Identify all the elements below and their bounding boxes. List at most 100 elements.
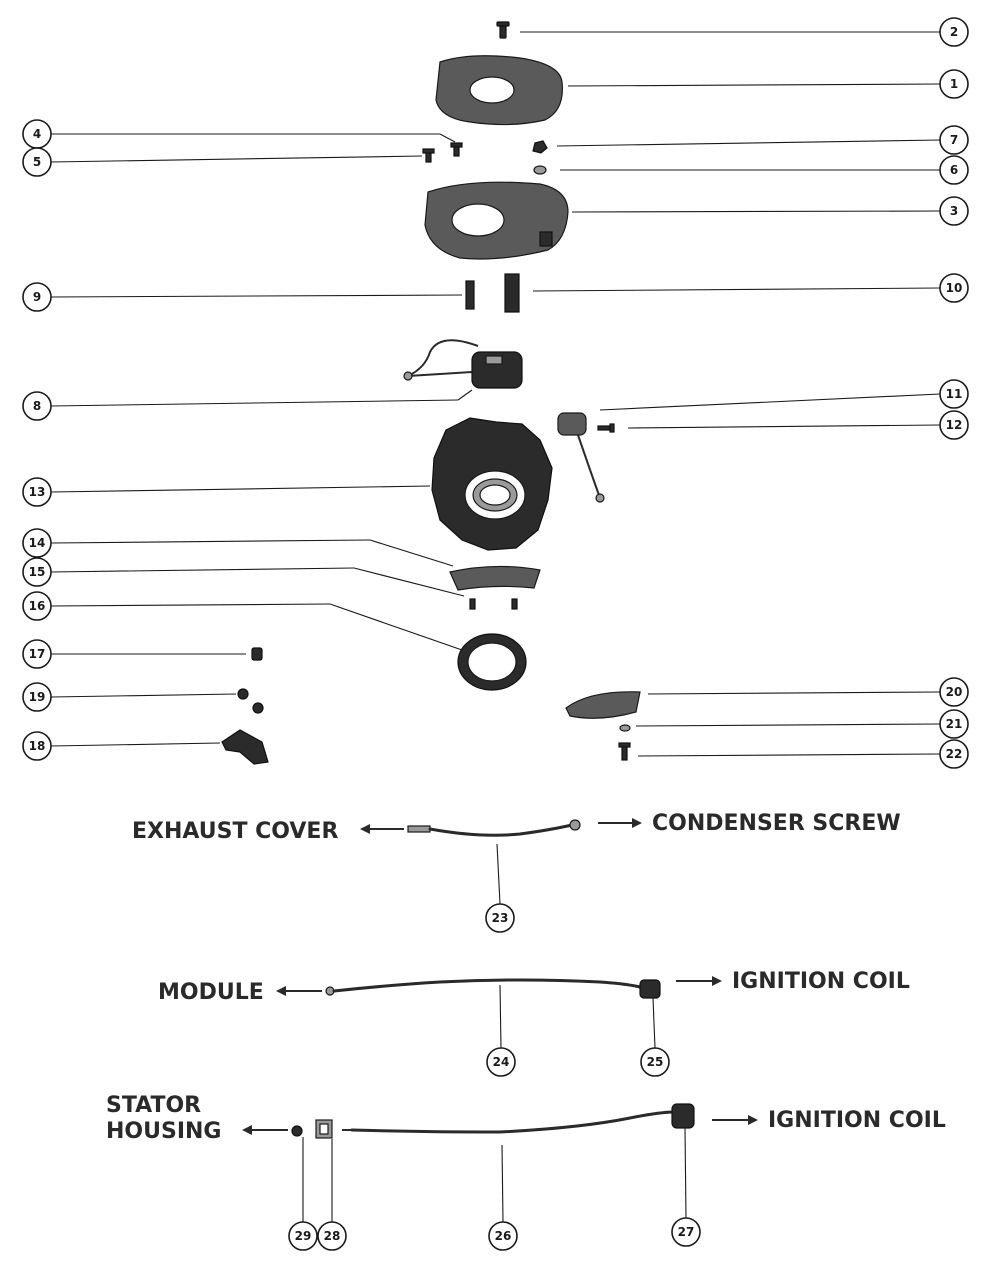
condenser-screw-label: CONDENSER SCREW: [652, 811, 901, 836]
part-4-screw: [450, 142, 463, 157]
callout-16: 16: [22, 591, 52, 621]
part-13-stator: [431, 417, 553, 551]
ignition-coil-1-callout: IGNITION COIL: [676, 969, 910, 994]
leader-lines: [50, 31, 941, 1223]
exhaust-cover-callout: EXHAUST COVER: [132, 819, 404, 844]
callout-26-label: 26: [495, 1229, 512, 1243]
callout-18-label: 18: [29, 739, 46, 753]
callout-15-label: 15: [29, 565, 46, 579]
part-1-cover-plate: [435, 55, 563, 126]
ignition-coil-label: IGNITION COIL: [768, 1108, 946, 1133]
left-arrow-icon: [242, 1125, 252, 1135]
callout-2-label: 2: [950, 25, 958, 39]
part-11-condenser: [557, 412, 605, 503]
left-arrow-icon: [360, 824, 370, 834]
callout-4: 4: [22, 119, 52, 149]
ignition-coil-2-callout: IGNITION COIL: [712, 1108, 946, 1133]
callout-3-label: 3: [950, 204, 958, 218]
callout-10: 10: [939, 273, 969, 303]
callout-15: 15: [22, 557, 52, 587]
part-16-seal: [457, 633, 527, 691]
callout-22-label: 22: [946, 747, 963, 761]
part-23-wire: [407, 819, 581, 837]
callout-5-label: 5: [33, 155, 41, 169]
callout-18: 18: [22, 731, 52, 761]
callout-6: 6: [939, 155, 969, 185]
callout-11: 11: [939, 379, 969, 409]
callout-5: 5: [22, 147, 52, 177]
left-arrow-icon: [276, 986, 286, 996]
condenser-screw-callout: CONDENSER SCREW: [598, 811, 901, 836]
callout-24-label: 24: [493, 1055, 510, 1069]
part-12-screw: [597, 423, 615, 433]
part-24-wire: [325, 978, 646, 996]
callout-23-label: 23: [492, 911, 509, 925]
part-10-bracket: [504, 273, 520, 313]
callout-12: 12: [939, 410, 969, 440]
part-15-screw: [469, 598, 518, 610]
part-2-screw: [496, 21, 510, 39]
part-7-nut: [532, 140, 548, 154]
right-arrow-icon: [632, 818, 642, 828]
part-3-housing: [424, 181, 569, 260]
callout-1-label: 1: [950, 77, 958, 91]
callout-19-label: 19: [29, 690, 46, 704]
right-arrow-icon: [748, 1115, 758, 1125]
part-18-bracket: [221, 729, 269, 765]
part-22-screw: [618, 742, 631, 761]
part-19-nuts: [237, 688, 264, 714]
callout-2: 2: [939, 17, 969, 47]
ignition-coil-label: IGNITION COIL: [732, 969, 910, 994]
callout-4-label: 4: [33, 127, 41, 141]
callout-14: 14: [22, 528, 52, 558]
callout-10-label: 10: [946, 281, 963, 295]
callout-28-label: 28: [324, 1229, 341, 1243]
callout-28: 28: [317, 1221, 347, 1251]
callout-17-label: 17: [29, 647, 46, 661]
callout-26: 26: [488, 1221, 518, 1251]
callout-3: 3: [939, 196, 969, 226]
callout-13-label: 13: [29, 485, 46, 499]
callout-25: 25: [640, 1047, 670, 1077]
callout-12-label: 12: [946, 418, 963, 432]
callout-7: 7: [939, 125, 969, 155]
callout-23: 23: [485, 903, 515, 933]
part-14-plate: [449, 565, 541, 591]
callout-29-label: 29: [295, 1229, 312, 1243]
callout-9-label: 9: [33, 290, 41, 304]
callout-8-label: 8: [33, 399, 41, 413]
callout-24: 24: [486, 1047, 516, 1077]
callout-6-label: 6: [950, 163, 958, 177]
callout-21: 21: [939, 709, 969, 739]
callout-17: 17: [22, 639, 52, 669]
callout-14-label: 14: [29, 536, 46, 550]
part-9-bracket: [465, 280, 475, 310]
callout-13: 13: [22, 477, 52, 507]
part-28-connector: [315, 1119, 333, 1139]
right-arrow-icon: [712, 976, 722, 986]
part-29-nut: [291, 1125, 303, 1137]
callout-20: 20: [939, 677, 969, 707]
part-17-clip: [251, 647, 263, 661]
part-6-washer: [533, 165, 547, 175]
stator-label-line1: STATOR: [106, 1093, 201, 1118]
callout-9: 9: [22, 282, 52, 312]
callout-21-label: 21: [946, 717, 963, 731]
part-20-plate: [565, 691, 641, 719]
callout-11-label: 11: [946, 387, 963, 401]
part-25-boot: [639, 979, 661, 999]
part-21-washer: [619, 724, 631, 732]
callout-1: 1: [939, 69, 969, 99]
part-26-wire: [342, 1110, 676, 1134]
callout-22: 22: [939, 739, 969, 769]
callout-27-label: 27: [678, 1225, 695, 1239]
callout-20-label: 20: [946, 685, 963, 699]
part-27-boot: [671, 1103, 695, 1129]
callout-7-label: 7: [950, 133, 958, 147]
module-callout: MODULE: [158, 980, 322, 1005]
stator-housing-callout: STATOR HOUSING: [106, 1093, 288, 1144]
module-label: MODULE: [158, 980, 264, 1005]
callout-8: 8: [22, 391, 52, 421]
callout-19: 19: [22, 682, 52, 712]
